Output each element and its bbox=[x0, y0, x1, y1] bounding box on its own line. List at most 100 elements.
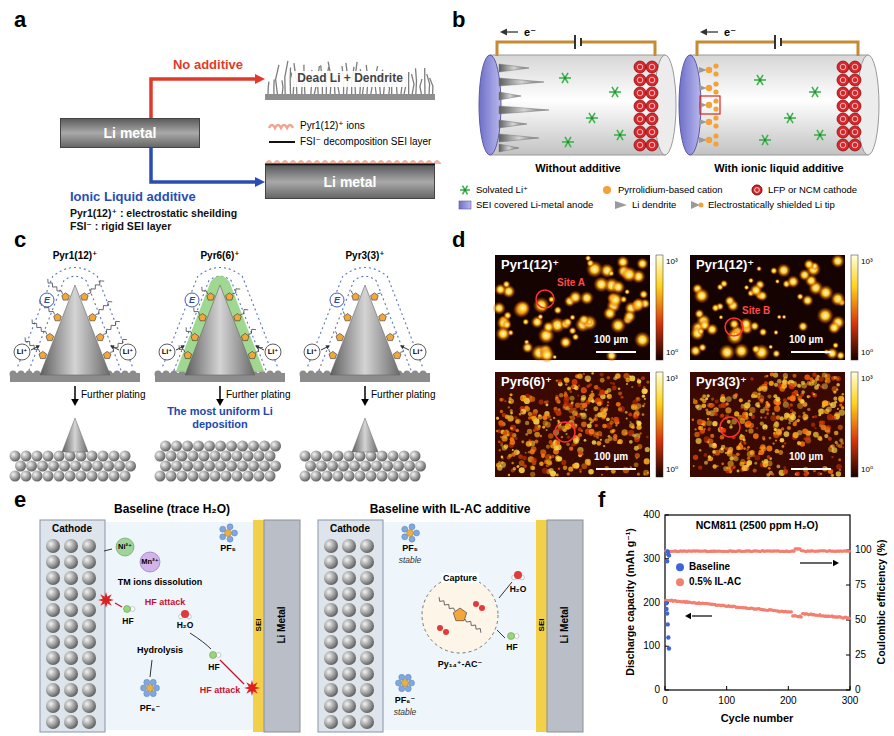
panel-letter: c bbox=[14, 227, 26, 252]
panel-a-art-part bbox=[430, 78, 433, 94]
chart-art-part bbox=[665, 515, 669, 516]
battery-art-part bbox=[774, 35, 776, 49]
battery-art-part bbox=[814, 134, 826, 136]
map-spots-part bbox=[813, 393, 815, 395]
electrolyte-art-part bbox=[324, 715, 338, 729]
deposition-art-part bbox=[215, 461, 226, 472]
map-spots-part bbox=[611, 417, 614, 420]
battery-art-part bbox=[499, 92, 521, 100]
map-spots-part bbox=[568, 327, 576, 335]
electrolyte-art-part bbox=[405, 686, 411, 692]
battery-art-part bbox=[699, 67, 707, 73]
map-spots-part bbox=[807, 408, 810, 411]
panel-letter: b bbox=[452, 7, 465, 32]
map-spots-part bbox=[831, 254, 845, 268]
map-spots-part bbox=[607, 394, 612, 399]
map-spots-part bbox=[570, 390, 573, 393]
deposition-art-part bbox=[258, 347, 264, 350]
deposition-art-part bbox=[221, 471, 232, 482]
chart-art-part bbox=[667, 646, 671, 650]
deposition-art-part bbox=[166, 451, 177, 462]
deposition-art-part bbox=[393, 333, 396, 335]
map-spots-part bbox=[805, 375, 810, 380]
map-spots-part bbox=[773, 432, 775, 434]
electrolyte-art-part bbox=[479, 605, 485, 611]
electrolyte-art-part bbox=[141, 685, 147, 691]
map-spots-part bbox=[701, 403, 706, 408]
battery-art-part bbox=[586, 117, 598, 119]
battery-art-part bbox=[499, 134, 539, 142]
electrolyte-art-part bbox=[46, 699, 60, 713]
map-spots-part bbox=[611, 280, 625, 294]
map-spots-part bbox=[787, 275, 800, 288]
image-annotation: 100 µm bbox=[789, 451, 823, 463]
deposition-art-part bbox=[329, 351, 337, 358]
chart-art-part bbox=[685, 613, 691, 620]
deposition-art-part bbox=[48, 461, 59, 472]
map-spots-part bbox=[632, 297, 645, 310]
battery-art-part bbox=[837, 61, 849, 73]
map-spots-part bbox=[699, 426, 704, 431]
map-spots-part bbox=[502, 445, 507, 450]
electrolyte-art-part bbox=[396, 680, 402, 686]
map-spots-part bbox=[842, 447, 844, 449]
deposition-art-part bbox=[43, 471, 54, 482]
deposition-art-part bbox=[371, 293, 379, 300]
electrolyte-art bbox=[40, 520, 583, 732]
deposition-art-part bbox=[360, 461, 371, 472]
deposition-art-part bbox=[120, 471, 131, 482]
deposition-art-part bbox=[386, 333, 394, 340]
map-spots-part bbox=[510, 412, 513, 415]
map-markers-part bbox=[720, 417, 740, 437]
map-spots-part bbox=[704, 461, 708, 465]
electrolyte-art-part bbox=[342, 715, 356, 729]
map-spots-part bbox=[597, 431, 602, 436]
metal-box: Li metal bbox=[60, 118, 200, 148]
electrolyte-art-part bbox=[82, 699, 96, 713]
battery-art-part bbox=[637, 129, 643, 135]
map-spots-part bbox=[593, 406, 598, 411]
electrolyte-art-part bbox=[497, 630, 505, 638]
deposition-art-part bbox=[410, 451, 421, 462]
electrolyte-art-part bbox=[46, 587, 60, 601]
deposition-art-part bbox=[377, 471, 388, 482]
map-spots-part bbox=[762, 424, 767, 429]
map-spots-part bbox=[726, 396, 732, 402]
battery-art-part bbox=[637, 90, 643, 96]
map-spots-part bbox=[704, 428, 706, 430]
battery-art-part bbox=[637, 77, 643, 83]
electrolyte-art-part bbox=[360, 539, 374, 553]
map-spots-part bbox=[810, 377, 814, 381]
battery-art-part bbox=[646, 126, 658, 138]
deposition-art-part bbox=[98, 451, 109, 462]
map-spots-part bbox=[499, 422, 505, 428]
map-spots-part bbox=[493, 302, 506, 315]
battery-art-part bbox=[649, 103, 655, 109]
image-title: Pyr1(12)⁺ bbox=[501, 258, 559, 273]
map-spots-part bbox=[831, 456, 833, 458]
map-spots-part bbox=[634, 446, 639, 451]
battery-art-part bbox=[649, 116, 655, 122]
map-markers-part bbox=[596, 468, 636, 470]
map-spots-part bbox=[777, 428, 781, 432]
electrolyte-art-part bbox=[402, 680, 409, 687]
map-spots-part bbox=[525, 421, 529, 425]
panel-a-art-part bbox=[416, 68, 417, 94]
deposition-art-part bbox=[336, 331, 337, 334]
battery-art-part bbox=[713, 81, 718, 86]
map-spots-part bbox=[719, 344, 736, 361]
electrolyte-art-part bbox=[147, 685, 154, 692]
map-spots-part bbox=[589, 383, 592, 386]
map-spots-part bbox=[811, 423, 815, 427]
deposition-art-part bbox=[400, 345, 405, 349]
panel-a-art-part bbox=[427, 74, 430, 94]
map-spots-part bbox=[593, 417, 598, 422]
deposition-art-part bbox=[31, 347, 37, 350]
map-spots-part bbox=[790, 414, 796, 420]
annotation-text: Pyr6(6)⁺ bbox=[200, 250, 239, 262]
map-spots-part bbox=[820, 473, 822, 475]
map-spots-part bbox=[567, 436, 570, 439]
map-spots-part bbox=[529, 440, 532, 443]
battery-art-part bbox=[789, 117, 792, 120]
